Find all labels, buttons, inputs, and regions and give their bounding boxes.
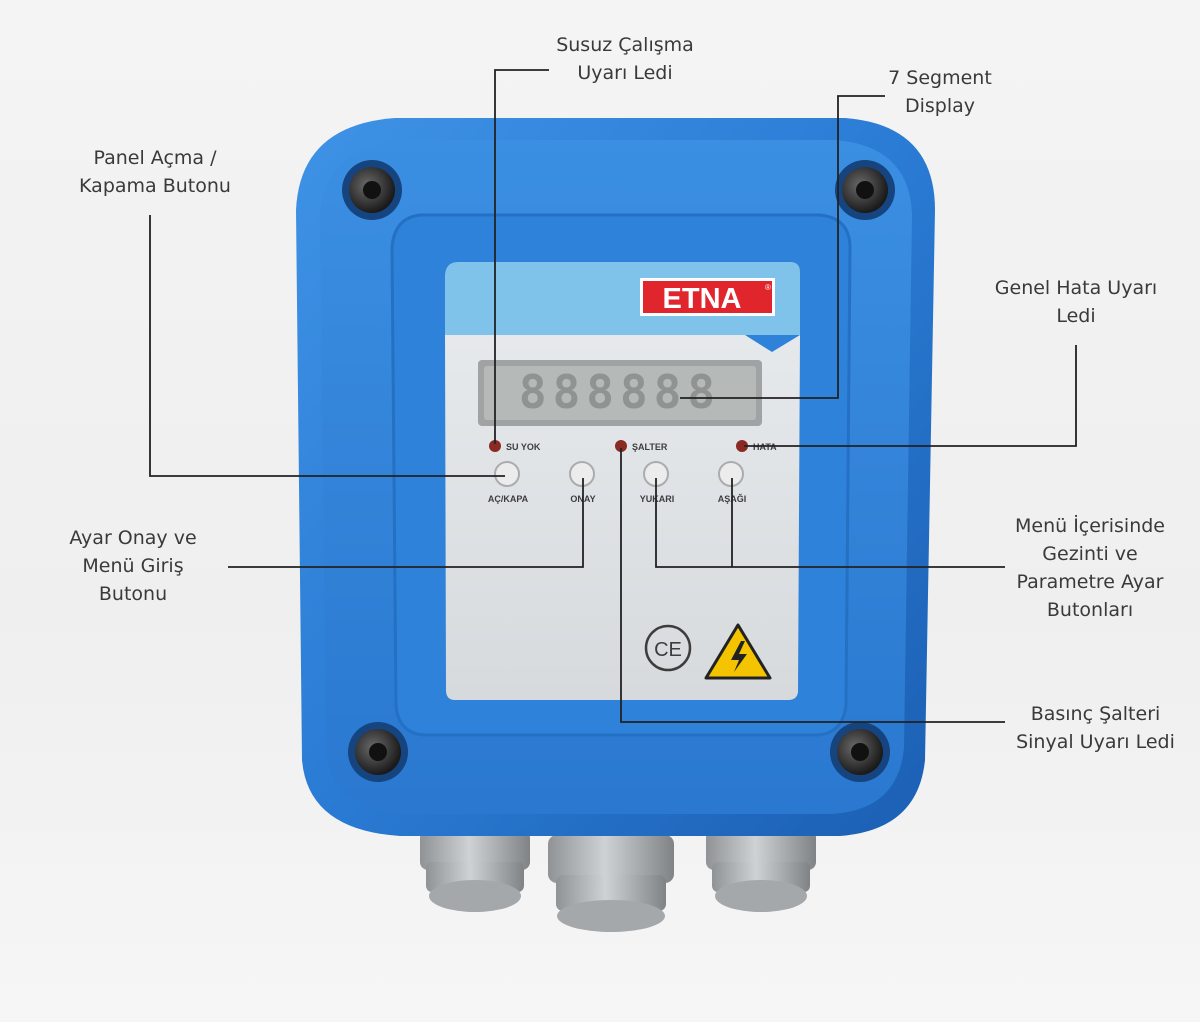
housing-screws: [342, 160, 895, 782]
callout-line: Susuz Çalışma: [556, 34, 694, 56]
callout-line: Parametre Ayar: [1016, 571, 1164, 593]
leader-susuz: [494, 69, 549, 444]
seven-segment-display: 888888: [478, 360, 762, 426]
yukari-label: YUKARI: [640, 494, 675, 504]
screw-bottom-right-icon: [830, 722, 890, 782]
callout-line: Ayar Onay ve: [69, 527, 197, 549]
callout-7-segment-display: 7 Segment Display: [865, 64, 1015, 120]
callout-line: Uyarı Ledi: [577, 62, 673, 84]
cable-gland-right: [706, 830, 816, 912]
callout-panel-acma-kapama: Panel Açma / Kapama Butonu: [55, 144, 255, 200]
callout-line: Panel Açma /: [93, 147, 217, 169]
callout-basinc-salteri: Basınç Şalteri Sinyal Uyarı Ledi: [1003, 700, 1188, 756]
hata-label: HATA: [753, 442, 777, 452]
callout-line: Sinyal Uyarı Ledi: [1016, 731, 1175, 753]
callout-line: Butonu: [98, 583, 168, 605]
ac-kapa-button[interactable]: AÇ/KAPA: [488, 461, 529, 504]
callout-ayar-onay: Ayar Onay ve Menü Giriş Butonu: [48, 524, 218, 608]
front-panel: ETNA ® 888888 SU YOK ŞALTER HATA AÇ/KAPA…: [445, 262, 800, 700]
callout-line: Menü İçerisinde: [1014, 515, 1165, 537]
callout-line: Butonları: [1046, 599, 1134, 621]
ce-mark-icon: CE: [644, 624, 692, 672]
callout-line: Kapama Butonu: [79, 175, 231, 197]
callout-line: Menü Giriş: [82, 555, 184, 577]
salter-led-icon: [615, 440, 627, 452]
brand-registered-mark: ®: [765, 283, 771, 292]
callout-line: 7 Segment: [888, 67, 992, 89]
screw-bottom-left-icon: [348, 722, 408, 782]
callout-genel-hata: Genel Hata Uyarı Ledi: [976, 274, 1176, 330]
callout-line: Display: [904, 95, 976, 117]
salter-label: ŞALTER: [632, 442, 668, 452]
callout-line: Gezinti ve: [1042, 543, 1138, 565]
callout-line: Basınç Şalteri: [1030, 703, 1161, 725]
cable-gland-middle: [548, 835, 674, 932]
callout-menu-gezinti: Menü İçerisinde Gezinti ve Parametre Aya…: [1004, 512, 1176, 624]
callout-line: Ledi: [1056, 305, 1096, 327]
leader-basinc: [620, 448, 1005, 723]
screw-top-right-icon: [835, 160, 895, 220]
leader-lines: [149, 69, 1077, 723]
yukari-button[interactable]: YUKARI: [640, 461, 675, 504]
ce-mark-text: CE: [654, 639, 682, 661]
hata-led-icon: [736, 440, 748, 452]
electric-warning-icon: [704, 623, 772, 680]
cable-glands: [420, 830, 816, 932]
ac-kapa-label: AÇ/KAPA: [488, 494, 529, 504]
callout-line: Genel Hata Uyarı: [994, 277, 1158, 299]
screw-top-left-icon: [342, 160, 402, 220]
brand-name: ETNA: [663, 283, 742, 315]
display-digits: 888888: [519, 365, 721, 419]
leader-genel-hata: [744, 345, 1077, 447]
leader-ayar-onay: [228, 478, 584, 568]
su-yok-label: SU YOK: [506, 442, 541, 452]
etna-logo: ETNA ®: [640, 278, 775, 316]
leader-panel: [149, 215, 505, 477]
su-yok-led-icon: [489, 440, 501, 452]
leader-menu: [655, 478, 1005, 568]
cable-gland-left: [420, 830, 530, 912]
leader-segment: [680, 95, 885, 399]
callout-susuz-calisma: Susuz Çalışma Uyarı Ledi: [530, 31, 720, 87]
